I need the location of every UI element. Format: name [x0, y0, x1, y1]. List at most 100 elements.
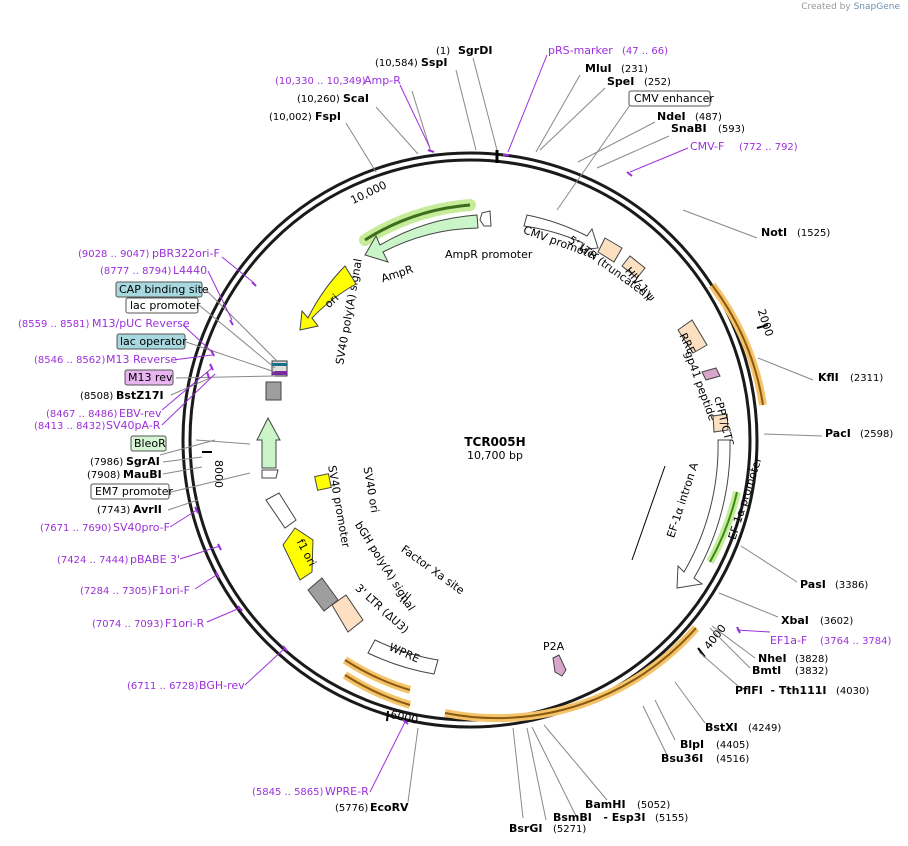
bottom-labels: (5776) EcoRV (5845 .. 5865) WPRE-R [252, 785, 409, 814]
sv40-promoter-arrow[interactable] [265, 492, 297, 529]
primer-l4440[interactable]: L4440 [173, 264, 207, 277]
svg-text:(4516): (4516) [716, 754, 749, 765]
primer-sv40pro-f[interactable]: SV40pro-F [113, 521, 170, 534]
tick-2000-mark [756, 324, 769, 329]
cppt-box[interactable] [712, 413, 729, 433]
ltr5-box[interactable] [597, 237, 623, 263]
ef1a-promoter-arrow[interactable] [676, 439, 731, 589]
em7-box[interactable] [261, 469, 279, 479]
wpre-box[interactable] [367, 639, 439, 675]
site-bamhi[interactable]: BamHI [585, 798, 626, 811]
svg-text:(6711 .. 6728): (6711 .. 6728) [127, 681, 199, 692]
feature-cap-binding-site[interactable]: CAP binding site [119, 283, 209, 296]
site-avrii[interactable]: AvrII [133, 503, 162, 516]
f1ori-arrow[interactable] [282, 527, 314, 581]
hiv-psi-box[interactable] [621, 255, 646, 279]
feature-em7-promoter[interactable]: EM7 promoter [95, 485, 173, 498]
tick-4000-mark [697, 647, 706, 658]
primer-wpre-r[interactable]: WPRE-R [325, 785, 369, 798]
site-noti[interactable]: NotI [761, 226, 787, 239]
primer-cmv-f[interactable]: CMV-F [690, 140, 724, 153]
primer-amp-r[interactable]: Amp-R [364, 74, 401, 87]
lac-region-m13 [272, 371, 287, 375]
site-xbai[interactable]: XbaI [781, 614, 809, 627]
svg-text:(231): (231) [621, 64, 648, 75]
site-ecorv[interactable]: EcoRV [370, 801, 409, 814]
sv40-polya-box[interactable] [265, 381, 282, 401]
svg-text:(3602): (3602) [820, 616, 853, 627]
feature-bleor[interactable]: BleoR [134, 437, 166, 450]
site-sspi[interactable]: SspI [421, 56, 447, 69]
primer-lines [161, 54, 771, 793]
svg-text:(252): (252) [644, 77, 671, 88]
site-fspi[interactable]: FspI [315, 110, 341, 123]
orange-arc-2-bg [444, 625, 700, 723]
svg-text:(10,002): (10,002) [269, 112, 312, 123]
svg-text:(4249): (4249) [748, 723, 781, 734]
gp41-box[interactable] [701, 367, 721, 381]
site-bstz17i[interactable]: BstZ17I [116, 389, 164, 402]
ampr-promoter-label: AmpR promoter [445, 248, 533, 261]
site-pflfi[interactable]: PflFI - Tth111I [735, 684, 827, 697]
feature-m13-rev[interactable]: M13 rev [128, 371, 173, 384]
svg-text:(8777 .. 8794): (8777 .. 8794) [100, 266, 172, 277]
orange-arc-4 [344, 674, 411, 706]
primer-bgh-rev[interactable]: BGH-rev [199, 679, 245, 692]
ampr-line [364, 203, 471, 242]
bgh-box[interactable] [307, 577, 339, 612]
svg-text:(487): (487) [695, 112, 722, 123]
primer-pbr322ori-f[interactable]: pBR322ori-F [152, 247, 220, 260]
primer-m13-reverse[interactable]: M13 Reverse [106, 353, 177, 366]
ltr3-box[interactable] [331, 594, 364, 633]
feature-lac-operator[interactable]: lac operator [120, 335, 187, 348]
primer-f1ori-r[interactable]: F1ori-R [165, 617, 205, 630]
feature-lac-promoter[interactable]: lac promoter [130, 299, 201, 312]
top-labels: (1) SgrDI (10,584) SspI (10,330 .. 10,34… [269, 44, 798, 153]
site-maubi[interactable]: MauBI [123, 468, 162, 481]
right-labels: NotI (1525) KflI (2311) PacI (2598) PasI… [509, 226, 893, 835]
rre-box[interactable] [677, 319, 708, 354]
svg-text:(5052): (5052) [637, 800, 670, 811]
bleor-arrow[interactable] [256, 416, 281, 469]
svg-text:(5155): (5155) [655, 813, 688, 824]
site-bstxi[interactable]: BstXI [705, 721, 738, 734]
site-blpi[interactable]: BlpI [680, 738, 704, 751]
ef1a-intron-label: EF-1α intron A [664, 460, 701, 539]
svg-text:(7074 .. 7093): (7074 .. 7093) [92, 619, 164, 630]
sv40-ori-box[interactable] [314, 473, 332, 491]
primer-pbabe-3[interactable]: pBABE 3' [130, 553, 180, 566]
svg-text:(2311): (2311) [850, 373, 883, 384]
svg-text:(9028 .. 9047): (9028 .. 9047) [78, 249, 150, 260]
site-spei[interactable]: SpeI [607, 75, 634, 88]
primer-m13-puc-reverse[interactable]: M13/pUC Reverse [92, 317, 190, 330]
p2a-arrow[interactable] [552, 654, 567, 677]
primer-sv40pa-r[interactable]: SV40pA-R [106, 419, 161, 432]
ori-arrow[interactable] [299, 265, 357, 331]
site-scai[interactable]: ScaI [343, 92, 369, 105]
primer-prs-marker[interactable]: pRS-marker [548, 44, 613, 57]
primer-ef1a-f[interactable]: EF1a-F [770, 634, 807, 647]
site-mlui[interactable]: MluI [585, 62, 612, 75]
site-sgrai[interactable]: SgrAI [126, 455, 160, 468]
site-kfli[interactable]: KflI [818, 371, 839, 384]
cmv-promoter-arrow[interactable] [523, 214, 599, 251]
svg-text:(1525): (1525) [797, 228, 830, 239]
site-bsu36i[interactable]: Bsu36I [661, 752, 703, 765]
site-bsmbi[interactable]: BsmBI - Esp3I [553, 811, 645, 824]
site-bsrgi[interactable]: BsrGI [509, 822, 542, 835]
site-bmti[interactable]: BmtI [752, 664, 781, 677]
ampr-arrow[interactable] [364, 214, 479, 263]
site-sgrdi[interactable]: SgrDI [458, 44, 492, 57]
site-nhei[interactable]: NheI [758, 652, 787, 665]
feature-cmv-enhancer[interactable]: CMV enhancer [634, 92, 714, 105]
svg-text:(8508): (8508) [80, 391, 113, 402]
svg-text:(3828): (3828) [795, 654, 828, 665]
site-snabi[interactable]: SnaBI [671, 122, 707, 135]
ampr-promoter-arrow[interactable] [479, 210, 492, 227]
credit-prefix: Created by [801, 2, 851, 12]
primer-ebv-rev[interactable]: EBV-rev [119, 407, 162, 420]
site-ndei[interactable]: NdeI [657, 110, 686, 123]
site-paci[interactable]: PacI [825, 427, 851, 440]
primer-f1ori-f[interactable]: F1ori-F [152, 584, 190, 597]
site-pasi[interactable]: PasI [800, 578, 826, 591]
